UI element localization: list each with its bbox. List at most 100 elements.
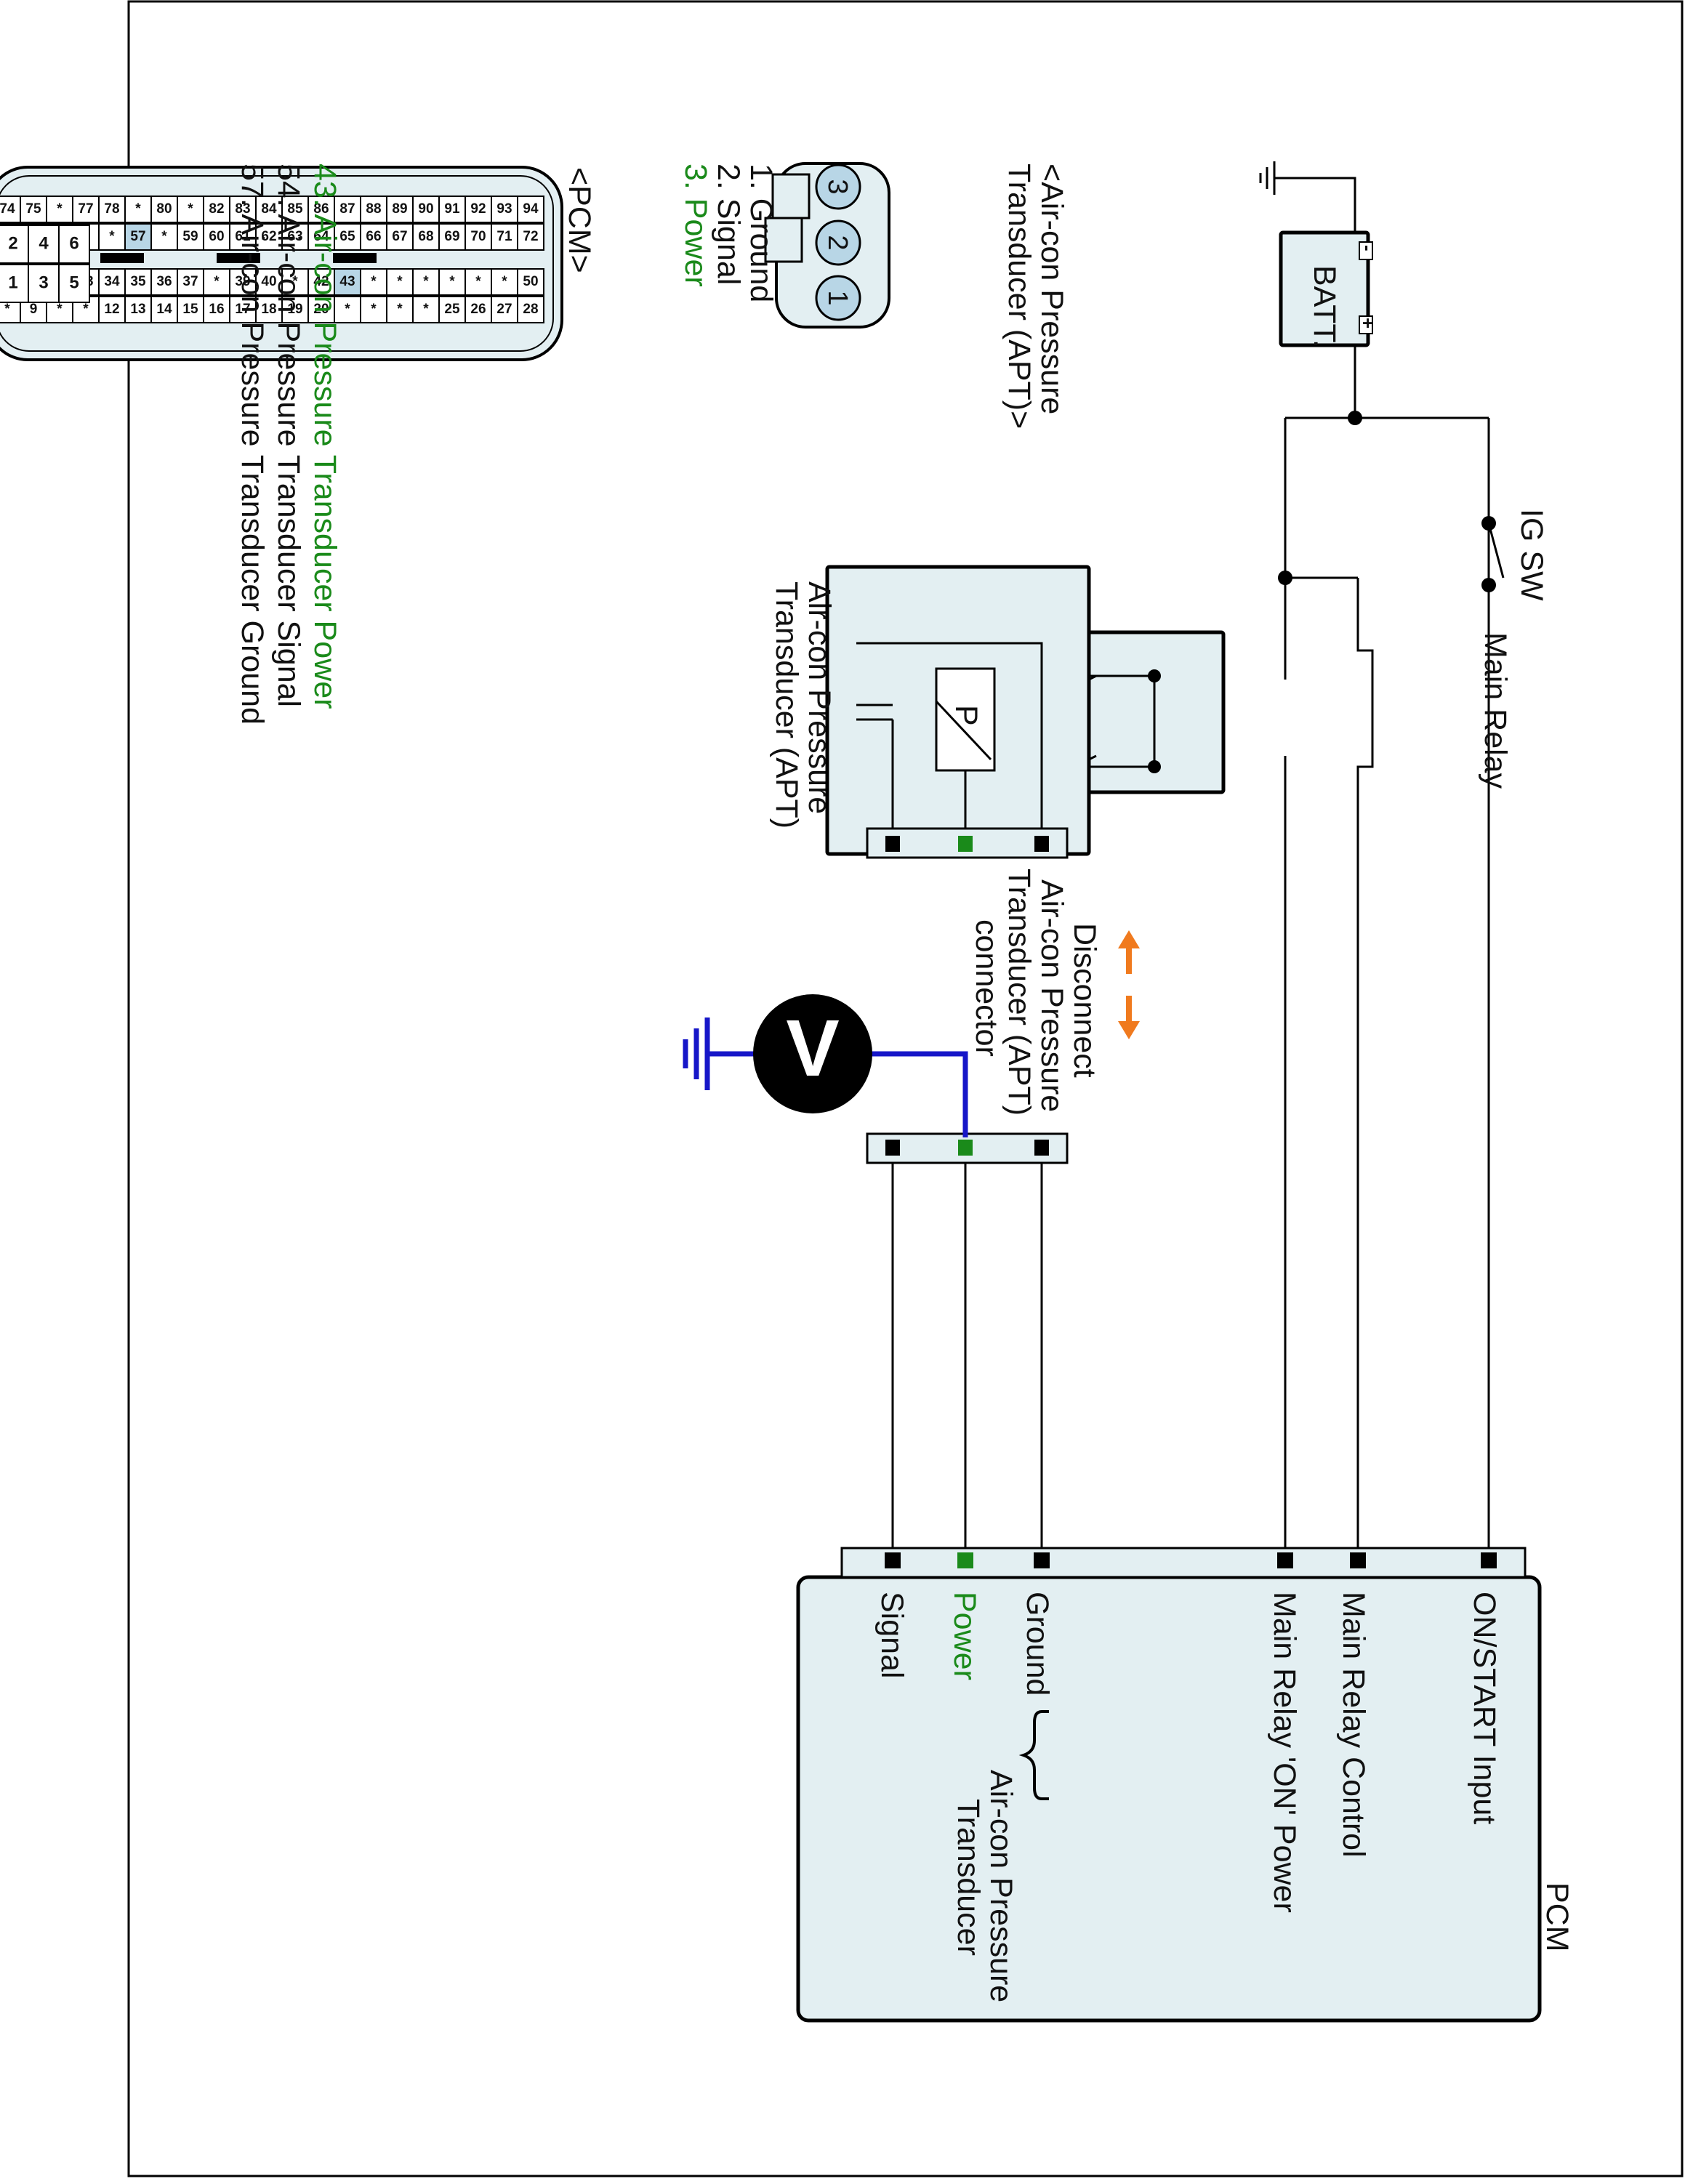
pcm-connector-pin: 83 [235, 201, 250, 217]
pcm-connector-pin: 66 [366, 229, 381, 244]
apt-sensor-label-2: Transducer (APT) [769, 581, 804, 829]
pcm-connector-pin: * [57, 201, 63, 217]
pcm-connector-pin: 20 [313, 302, 329, 317]
pcm-connector-pin: 80 [156, 201, 172, 217]
disconnect-arrow [1118, 930, 1140, 1039]
pcm-connector-pin: 91 [444, 201, 460, 217]
pcm-connector-pin: 36 [156, 274, 172, 289]
apt-connector-title-1: <Air-con Pressure [1034, 164, 1069, 414]
pcm-connector-pin: * [109, 229, 115, 244]
ig-switch-blade [1487, 523, 1505, 579]
pcm-pin-power: Power [947, 1592, 982, 1680]
apt-pin-list-3: 3. Power [678, 164, 713, 287]
pcm-connector-pin: 85 [287, 201, 303, 217]
pcm-pin-signal: Signal [874, 1592, 909, 1679]
disconnect-line-3: Transducer (APT) [1002, 869, 1037, 1116]
splice-dots [1278, 411, 1496, 592]
page-frame [127, 0, 1684, 2177]
pcm-pin-on-start: ON/START Input [1467, 1592, 1502, 1824]
pcm-connector-pin: 37 [182, 274, 198, 289]
pcm-connector-pin: * [4, 302, 10, 317]
pcm-pin-list-43: 43. Air-con Pressure Transducer Power [307, 164, 342, 709]
main-relay-label: Main Relay [1478, 632, 1513, 789]
pcm-connector-pin: 65 [339, 229, 355, 244]
pcm-connector-pin: 26 [470, 302, 486, 317]
diagram-rotated: 94939291908988878685848382*80*7877*75747… [0, 161, 1575, 2023]
disconnect-line-2: Air-con Pressure [1034, 879, 1069, 1112]
pcm-connector-pin: 93 [496, 201, 512, 217]
pcm-connector-inner [0, 175, 554, 352]
battery-box [1279, 230, 1370, 347]
battery-plus-terminal [1359, 315, 1373, 334]
pcm-connector-pin: * [397, 302, 403, 317]
pcm-connector-pin: 18 [261, 302, 276, 317]
pcm-connector-pin: * [423, 274, 429, 289]
apt-connector-pin-1: 1 [822, 290, 853, 305]
apt-connector-view [764, 162, 890, 329]
pcm-connector-strip [840, 1547, 1527, 1579]
pcm-small-block-cell [0, 264, 29, 303]
voltmeter-group [683, 994, 968, 1137]
pcm-connector-pin: 86 [313, 201, 329, 217]
pcm-connector-pin: 84 [261, 201, 277, 217]
pcm-connector-pin: 17 [235, 302, 250, 317]
pcm-connector-pin: * [502, 274, 507, 289]
pcm-connector-pin: 9 [30, 302, 38, 317]
pcm-connector-pin: 69 [444, 229, 459, 244]
pcm-connector-pin: * [161, 229, 167, 244]
pcm-pin-main-relay-on-power: Main Relay 'ON' Power [1267, 1592, 1302, 1913]
pcm-small-block-pin: 2 [8, 233, 17, 253]
pcm-pin-squares [885, 1552, 1497, 1568]
pcm-connector-pin: 87 [339, 201, 355, 217]
apt-connector-pin-3: 3 [822, 179, 853, 194]
pcm-connector-pin: * [423, 302, 429, 317]
pcm-connector-pin: 82 [209, 201, 224, 217]
pcm-connector-pin: 28 [523, 302, 538, 317]
apt-harness-pins [885, 1140, 1049, 1156]
pcm-connector-pin: 42 [313, 274, 329, 289]
pcm-connector-pin: * [57, 302, 63, 317]
pcm-connector-pin: 50 [523, 274, 538, 289]
pcm-connector-pin: 15 [182, 302, 198, 317]
pcm-pin-main-relay-control: Main Relay Control [1336, 1592, 1371, 1858]
pcm-connector-pin: 64 [313, 229, 329, 244]
pcm-connector-pin: 19 [287, 302, 302, 317]
pcm-connector-key [100, 253, 144, 263]
pcm-connector-pin: 70 [470, 229, 486, 244]
pcm-connector-pin: * [83, 302, 89, 317]
apt-sensor-pins [885, 836, 1049, 852]
pcm-connector-pin: * [214, 274, 220, 289]
wires [891, 161, 1490, 1548]
pcm-small-block-pin: 1 [8, 273, 17, 292]
pcm-small-block-cell [0, 225, 29, 264]
pcm-connector-pin: 25 [444, 302, 460, 317]
pcm-connector-pin: * [475, 274, 481, 289]
pcm-brace-label-2: Transducer [951, 1799, 986, 1956]
disconnect-line-4: connector [969, 919, 1004, 1057]
pcm-connector-pin: 43 [339, 274, 355, 289]
pcm-connector-pin: * [371, 274, 377, 289]
pcm-connector-pin: 75 [25, 201, 41, 217]
pcm-connector-pin: 68 [418, 229, 433, 244]
pcm-brace [1018, 1710, 1049, 1800]
pcm-connector-pin: 34 [104, 274, 120, 289]
pcm-connector-pin: 63 [287, 229, 302, 244]
pcm-brace-label-1: Air-con Pressure [984, 1770, 1018, 2002]
pcm-connector-pin: * [371, 302, 377, 317]
pcm-connector-pin: 35 [130, 274, 146, 289]
pcm-connector-pin: * [449, 274, 455, 289]
pcm-connector-pin: 94 [523, 201, 539, 217]
battery-plus-label: + [1357, 318, 1379, 329]
pcm-connector-pin: 39 [235, 274, 250, 289]
wire-main-relay-control [1356, 578, 1374, 1548]
apt-sensor-internals [856, 642, 1043, 829]
pcm-connector-cell [0, 196, 21, 223]
battery-label: BATT. [1307, 265, 1342, 348]
apt-pin-list-1: 1. Ground [744, 164, 779, 302]
apt-sensor-label-1: Air-con Pressure [802, 581, 837, 814]
voltmeter-symbol: V [786, 1004, 839, 1093]
battery-minus-terminal [1359, 241, 1373, 260]
pcm-connector-pin: 27 [496, 302, 512, 317]
labels: BATT. - + IG SW Main Relay PCM ON/START … [235, 164, 1575, 2002]
pcm-small-block-pin: 6 [69, 233, 79, 253]
